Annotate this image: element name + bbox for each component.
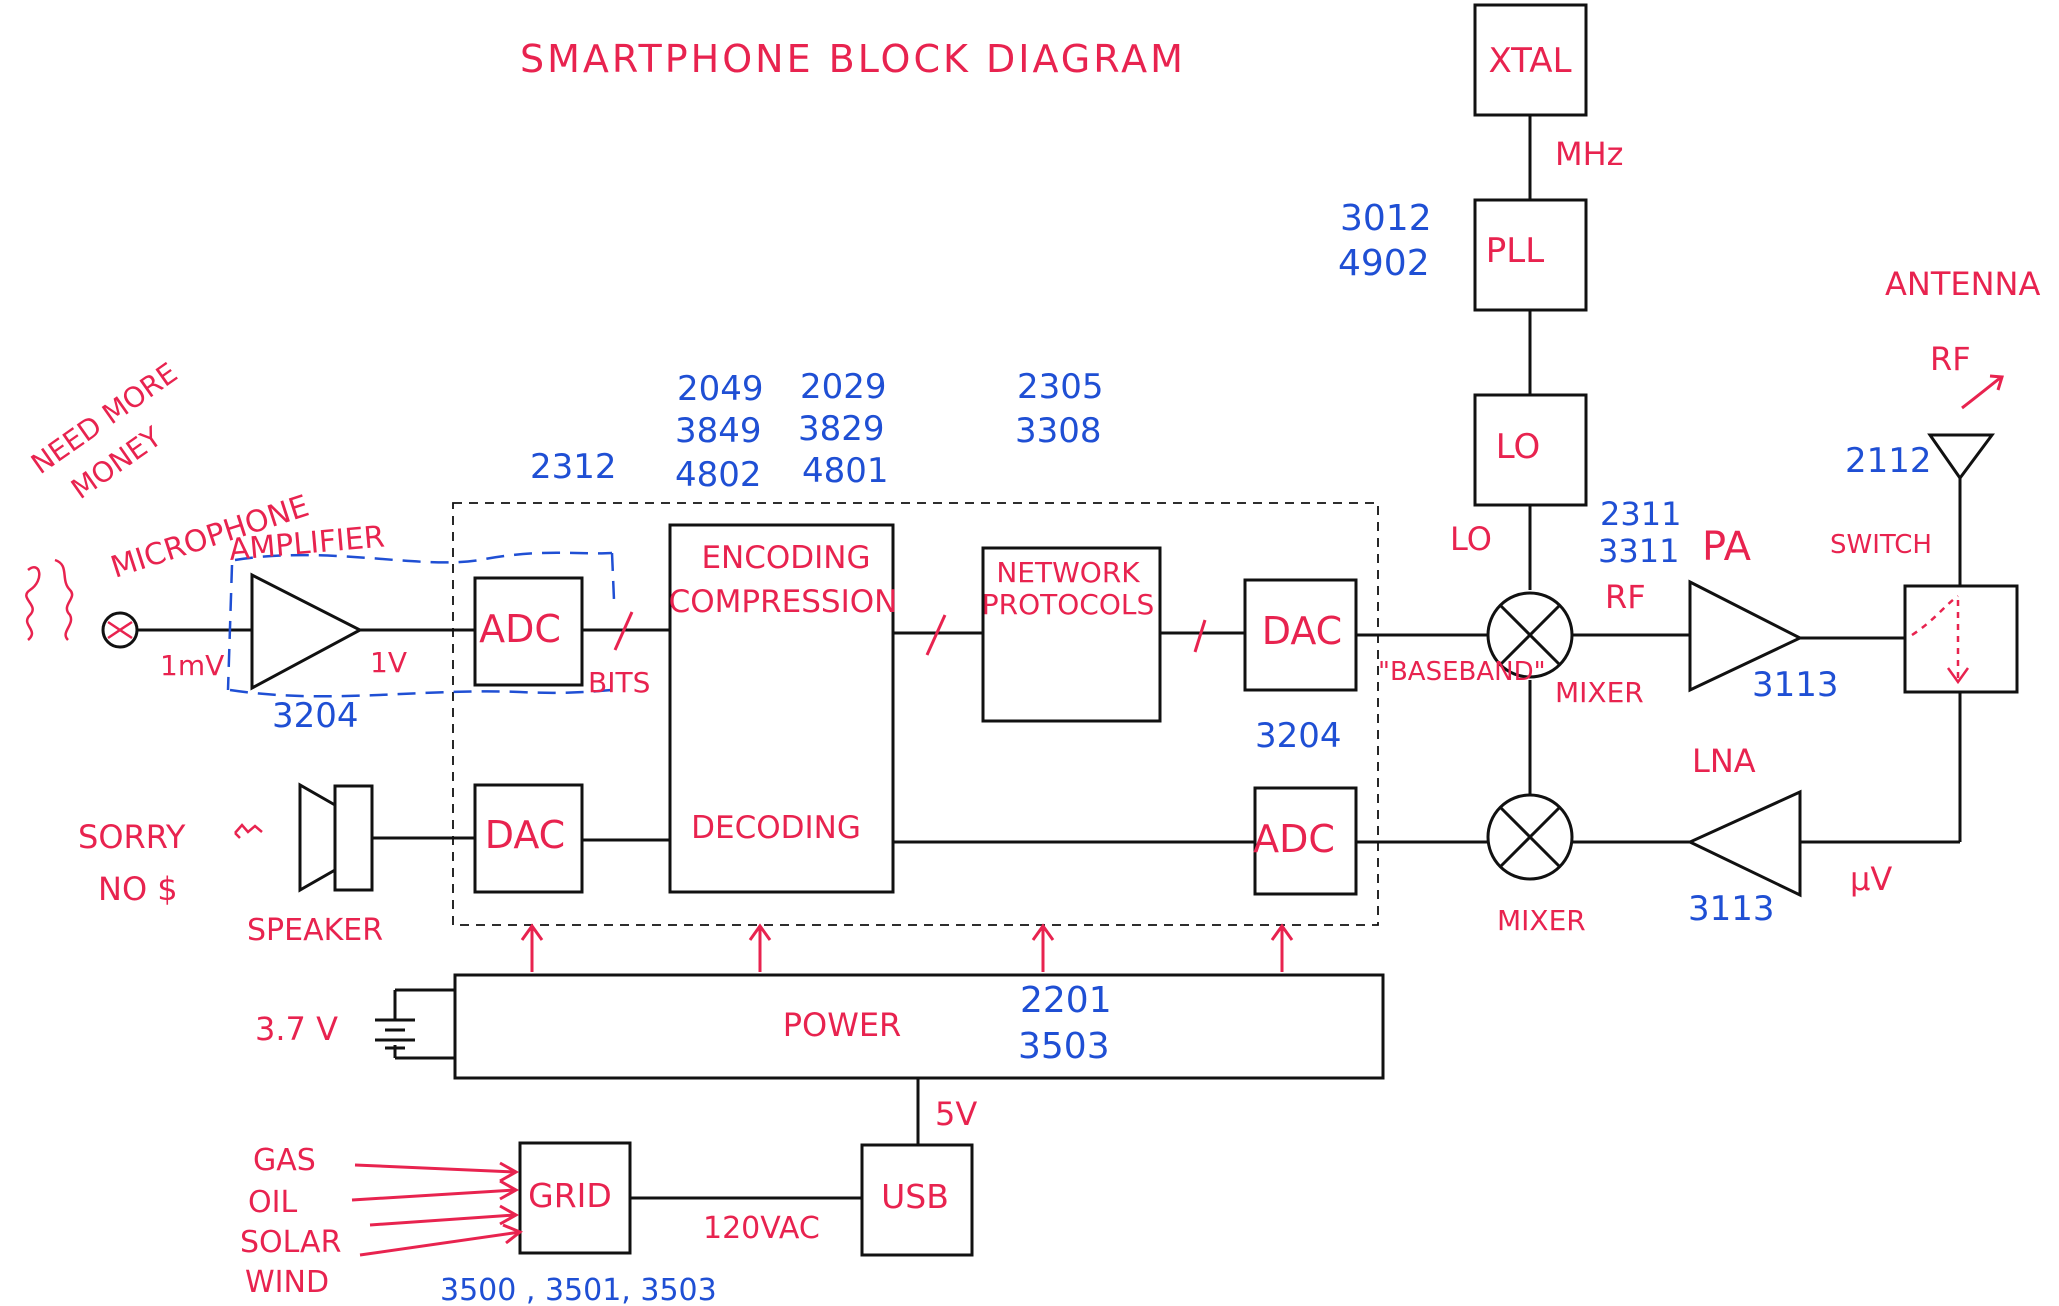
encoding-label: ENCODING: [701, 540, 870, 576]
power-label: POWER: [783, 1006, 902, 1044]
network-protocols-block: NETWORK PROTOCOLS: [981, 546, 1162, 723]
gas-label: GAS: [253, 1143, 316, 1178]
bus-slash-marks[interactable]: [613, 611, 1207, 656]
compression-label: COMPRESSION: [669, 584, 898, 620]
grid-block: GRID: [518, 1141, 632, 1255]
bits-label: BITS: [588, 666, 650, 699]
diagram-title: SMARTPHONE BLOCK DIAGRAM: [520, 37, 1186, 81]
network-label: NETWORK: [996, 556, 1140, 589]
wind-label: WIND: [245, 1265, 329, 1300]
one-v-label: 1V: [370, 646, 407, 679]
mhz-label: MHz: [1555, 135, 1623, 173]
power-course-1: 2201: [1020, 980, 1112, 1021]
xtal-block: XTAL: [1473, 3, 1588, 117]
pll-course-1: 3012: [1340, 198, 1432, 239]
rf-arrow: [1961, 374, 2004, 410]
decoding-label: DECODING: [691, 810, 861, 846]
xtal-label: XTAL: [1488, 41, 1571, 81]
mixer-course-2: 3311: [1598, 532, 1679, 570]
protocols-label: PROTOCOLS: [982, 588, 1154, 621]
rf-antenna-label: RF: [1930, 340, 1971, 378]
dac-bottom-block: DAC: [473, 783, 584, 894]
usb-label: USB: [881, 1177, 949, 1216]
net-course-2: 3308: [1015, 411, 1102, 451]
battery-symbol: [375, 1018, 415, 1050]
adc-top-block: ADC: [473, 576, 584, 687]
dac-bottom-label: DAC: [485, 813, 565, 857]
sound-wave-squiggle: [25, 558, 74, 641]
sorry-label: SORRY: [78, 818, 186, 856]
five-v-label: 5V: [935, 1095, 977, 1133]
adc-top-label: ADC: [479, 607, 561, 651]
dac-top-label: DAC: [1262, 609, 1342, 653]
enc-course-a2: 3849: [675, 411, 762, 451]
lo-mixer-label: LO: [1450, 520, 1492, 558]
mixer-top-symbol: [1486, 591, 1574, 679]
solar-label: SOLAR: [240, 1225, 341, 1260]
switch-label: SWITCH: [1830, 530, 1932, 560]
antenna-symbol: [1927, 433, 1995, 481]
pa-label: PA: [1702, 524, 1752, 570]
mixer-course-1: 2311: [1600, 495, 1681, 533]
speaker-squiggle: [234, 823, 263, 839]
one-mv-label: 1mV: [160, 649, 224, 682]
adc-bottom-block: ADC: [1253, 786, 1358, 896]
lna-course: 3113: [1688, 889, 1775, 929]
mixer-bottom-symbol: [1486, 793, 1574, 881]
enc-course-b3: 4801: [802, 451, 889, 491]
pll-course-2: 4902: [1338, 243, 1430, 284]
battery-label: 3.7 V: [255, 1010, 338, 1048]
net-course-1: 2305: [1017, 367, 1104, 407]
enc-course-a3: 4802: [675, 455, 762, 495]
antenna-label: ANTENNA: [1885, 265, 2040, 303]
speaker-label: SPEAKER: [247, 913, 383, 948]
dac-top-block: DAC: [1243, 578, 1358, 692]
pa-symbol: [1688, 579, 1804, 693]
mixer-top-label: MIXER: [1555, 676, 1644, 709]
signal-wires: [137, 115, 1962, 1200]
pll-label: PLL: [1486, 231, 1544, 271]
grid-course: 3500 , 3501, 3503: [440, 1273, 717, 1306]
power-course-2: 3503: [1018, 1026, 1110, 1067]
energy-arrows: [351, 1161, 523, 1257]
mixer-bottom-label: MIXER: [1497, 904, 1586, 937]
baseband-label: "BASEBAND": [1378, 657, 1546, 687]
amplifier-symbol: [250, 572, 364, 691]
adc-course: 2312: [530, 447, 617, 487]
lna-label: LNA: [1692, 742, 1756, 780]
lna-symbol: [1686, 789, 1802, 898]
enc-course-b1: 2029: [800, 367, 887, 407]
rf-mixer-label: RF: [1605, 578, 1646, 616]
speaker-symbol: [298, 782, 374, 893]
baseband-enclosure: [452, 502, 1379, 926]
pa-course: 3113: [1752, 665, 1839, 705]
dac-course: 3204: [1255, 716, 1342, 756]
antenna-course: 2112: [1845, 441, 1932, 481]
enc-course-a1: 2049: [677, 369, 764, 409]
usb-block: USB: [860, 1143, 974, 1257]
vac-label: 120VAC: [703, 1211, 820, 1246]
amp-adc-bracket: [226, 551, 616, 698]
power-arrows: [520, 923, 1294, 972]
grid-label: GRID: [528, 1176, 612, 1215]
switch-symbol: [1903, 584, 2019, 694]
microphone-symbol: [101, 611, 139, 649]
pll-block: PLL: [1473, 198, 1588, 312]
enc-course-b2: 3829: [798, 409, 885, 449]
oil-label: OIL: [248, 1185, 297, 1220]
lo-block: LO: [1473, 393, 1588, 507]
power-block: POWER: [453, 973, 1385, 1080]
amp-course: 3204: [272, 696, 359, 736]
uv-label: µV: [1850, 860, 1892, 898]
no-money-label: NO $: [98, 870, 178, 908]
lo-label: LO: [1496, 427, 1541, 467]
adc-bottom-label: ADC: [1253, 817, 1335, 861]
codec-block: ENCODING COMPRESSION DECODING: [668, 523, 898, 894]
